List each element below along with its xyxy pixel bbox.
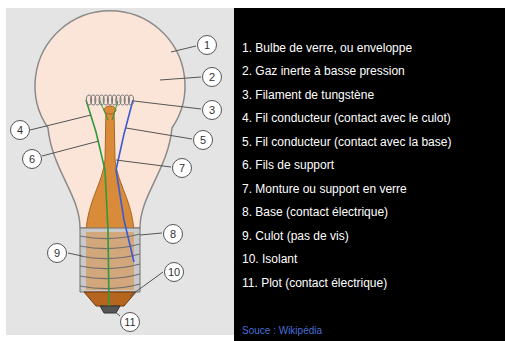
callout-number: 4 bbox=[17, 125, 23, 136]
callout-number: 6 bbox=[29, 154, 35, 165]
lead-wire-base bbox=[116, 100, 134, 262]
callout-number: 11 bbox=[124, 317, 135, 328]
callout-number: 6 bbox=[22, 149, 42, 169]
illustration-ground bbox=[6, 8, 234, 335]
part-label: 7. Monture ou support en verre bbox=[242, 182, 407, 196]
callout-number: 5 bbox=[200, 135, 206, 146]
callout-number: 10 bbox=[168, 267, 180, 278]
base-fill bbox=[86, 232, 134, 290]
callout-number: 9 bbox=[47, 243, 67, 263]
callout-number: 8 bbox=[163, 224, 183, 244]
contact-plot bbox=[100, 306, 120, 313]
part-label: 8. Base (contact électrique) bbox=[242, 205, 388, 219]
source-note: Souce : Wikipédia bbox=[242, 324, 322, 338]
support-wires bbox=[100, 101, 118, 120]
lead-wire-cap bbox=[86, 100, 109, 306]
callout-number: 3 bbox=[202, 100, 222, 120]
callout-number: 4 bbox=[10, 120, 30, 140]
screw-threads bbox=[80, 234, 140, 289]
tungsten-filament bbox=[86, 95, 133, 105]
part-label: 5. Fil conducteur (contact avec la base) bbox=[242, 135, 451, 149]
part-label: 9. Culot (pas de vis) bbox=[242, 229, 349, 243]
callout-number: 8 bbox=[170, 229, 176, 240]
part-label: 11. Plot (contact électrique) bbox=[242, 276, 387, 290]
part-label: 1. Bulbe de verre, ou enveloppe bbox=[242, 41, 412, 55]
part-label: 10. Isolant bbox=[242, 252, 297, 266]
legend-panel: 1. Bulbe de verre, ou enveloppe 2. Gaz in… bbox=[234, 8, 505, 341]
callout-number: 3 bbox=[209, 105, 215, 116]
insulator bbox=[84, 292, 136, 306]
callout-number: 1 bbox=[197, 35, 217, 55]
callout-number: 1 bbox=[204, 40, 210, 51]
part-label: 6. Fils de support bbox=[242, 158, 334, 172]
part-label: 2. Gaz inerte à basse pression bbox=[242, 64, 405, 78]
callout-number: 10 bbox=[164, 262, 184, 282]
part-label: 4. Fil conducteur (contact avec le culot… bbox=[242, 111, 451, 125]
callout-number: 11 bbox=[120, 312, 140, 332]
callout-number: 5 bbox=[193, 130, 213, 150]
callout-number: 2 bbox=[202, 67, 222, 87]
callout-number: 7 bbox=[179, 163, 185, 174]
leader-lines bbox=[30, 46, 201, 316]
part-label: 3. Filament de tungstène bbox=[242, 88, 374, 102]
callout-number: 2 bbox=[209, 72, 215, 83]
callout-number: 9 bbox=[54, 248, 60, 259]
callout-number: 7 bbox=[172, 158, 192, 178]
screw-cap bbox=[80, 228, 140, 292]
